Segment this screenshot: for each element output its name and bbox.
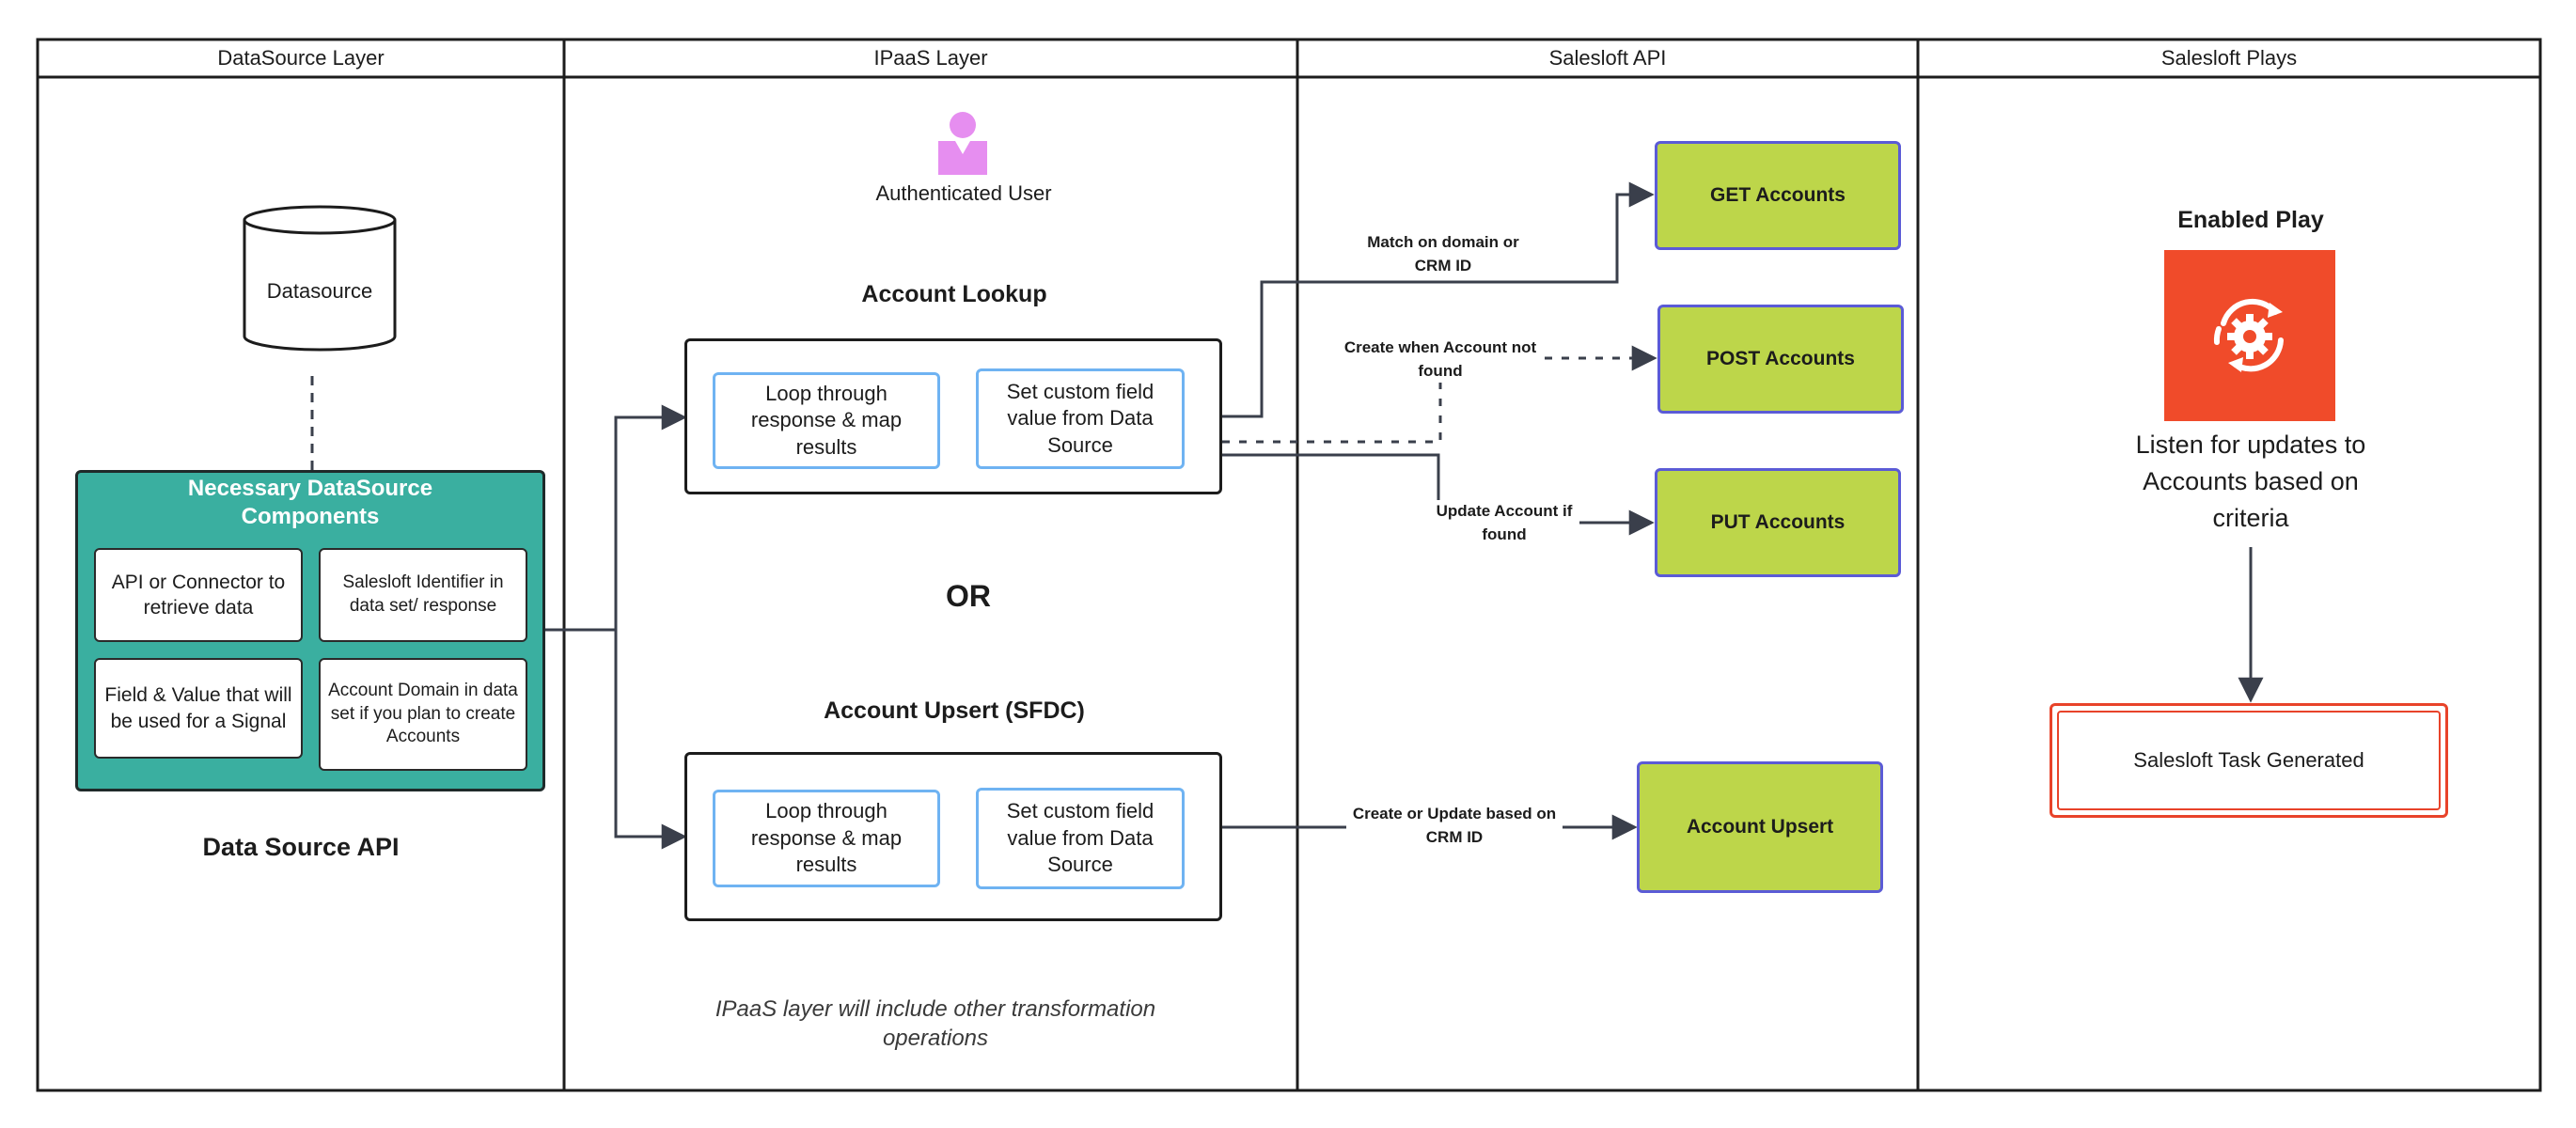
cycle-gear-icon [2213,298,2284,372]
lane-header-datasource: DataSource Layer [217,46,385,70]
lookup-to-post-connector [1222,345,1657,444]
data-source-api-label: Data Source API [202,833,400,861]
authenticated-user-icon [938,112,987,175]
edge-label-create-or-update: Create or Update based on CRM ID [1346,803,1563,850]
lookup-set-field-step: Set custom field value from Data Source [976,368,1185,469]
edge-label-create-not-found: Create when Account not found [1340,337,1541,384]
salesloft-task-label: Salesloft Task Generated [2133,748,2364,772]
lane-header-ipaas: IPaaS Layer [873,46,988,70]
swimlane-frame [36,38,2542,1092]
account-upsert-title: Account Upsert (SFDC) [824,697,1085,724]
listen-for-updates-text: Listen for updates to Accounts based on … [2135,431,2366,533]
lane-header-salesloft-api: Salesloft API [1548,46,1667,70]
upsert-set-field-step: Set custom field value from Data Source [976,788,1185,889]
edge-label-update-if-found: Update Account if found [1429,500,1579,547]
lookup-to-get-connector [1222,181,1655,418]
or-label: OR [946,579,991,613]
datasource-cylinder-shape [243,205,397,352]
components-to-upsert-connector [614,630,687,850]
put-accounts-endpoint: PUT Accounts [1655,468,1901,577]
lookup-loop-step: Loop through response & map results [713,372,940,469]
salesloft-task-inner-border [2057,711,2441,810]
edge-label-match-domain: Match on domain or CRM ID [1354,231,1532,278]
lane-header-salesloft-plays: Salesloft Plays [2160,46,2298,70]
account-lookup-title: Account Lookup [861,281,1047,307]
post-accounts-endpoint: POST Accounts [1657,305,1904,414]
get-accounts-endpoint: GET Accounts [1655,141,1901,250]
authenticated-user-label: Authenticated User [875,181,1052,205]
components-to-lookup-connector [545,404,687,632]
component-field-value: Field & Value that will be used for a Si… [94,658,303,759]
datasource-label: Datasource [266,279,373,303]
account-upsert-endpoint: Account Upsert [1637,761,1883,893]
component-api-connector: API or Connector to retrieve data [94,548,303,642]
components-title: Necessary DataSource Components [187,476,433,529]
component-salesloft-identifier: Salesloft Identifier in data set/ respon… [319,548,527,642]
upsert-loop-step: Loop through response & map results [713,790,940,887]
salesloft-task-node: Salesloft Task Generated [2050,703,2448,818]
enabled-play-title: Enabled Play [2177,207,2324,233]
component-account-domain: Account Domain in data set if you plan t… [319,658,527,771]
ipaas-note: IPaaS layer will include other transform… [715,996,1156,1052]
play-tile [2164,250,2335,421]
